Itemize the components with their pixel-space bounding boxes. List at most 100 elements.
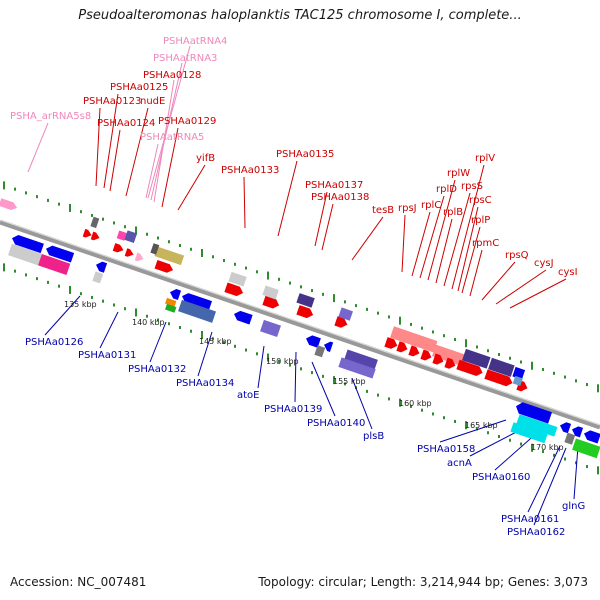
lower-gene-shape (170, 288, 182, 301)
top-label[interactable]: tesB (372, 205, 394, 216)
bottom-label[interactable]: PSHAa0162 (507, 527, 565, 538)
lower-gene-shape (572, 426, 584, 438)
top-label[interactable]: PSHAa0124 (97, 118, 155, 129)
upper-gene (0, 198, 18, 210)
upper-gene (224, 282, 244, 297)
leader-line (95, 107, 101, 187)
lower-gene-shape (306, 335, 321, 348)
scale-label: 145 kbp (199, 337, 232, 346)
scale-label: 155 kbp (333, 377, 366, 386)
lower-gene-shape (38, 253, 71, 276)
leader-line (161, 127, 179, 208)
bottom-label[interactable]: atoE (237, 390, 260, 401)
leader-line (351, 377, 373, 430)
top-label[interactable]: PSHAa0128 (143, 70, 201, 81)
leader-line (469, 249, 483, 297)
top-label[interactable]: PSHAa0123 (83, 96, 141, 107)
upper-gene (112, 243, 124, 253)
top-label[interactable]: yifB (196, 153, 215, 164)
top-label[interactable]: rpsQ (505, 250, 529, 261)
bottom-label[interactable]: acnA (447, 458, 472, 469)
bottom-label[interactable]: PSHAa0139 (264, 404, 322, 415)
top-label[interactable]: rpsC (469, 195, 492, 206)
top-label[interactable]: rplP (471, 215, 490, 226)
bottom-label[interactable]: plsB (363, 431, 384, 442)
top-label[interactable]: rplC (421, 200, 441, 211)
bottom-label[interactable]: PSHAa0160 (472, 472, 530, 483)
top-label[interactable]: rpsS (461, 181, 483, 192)
top-label[interactable]: PSHAa0133 (221, 165, 279, 176)
top-label[interactable]: PSHA_arRNA5s8 (10, 111, 91, 122)
upper-gene (432, 353, 444, 365)
lower-gene (572, 426, 584, 438)
lower-gene-shape (260, 319, 281, 338)
bottom-label[interactable]: PSHAa0134 (176, 378, 234, 389)
top-label[interactable]: PSHAa0137 (305, 180, 363, 191)
genome-summary-text: Topology: circular; Length: 3,214,944 bp… (258, 575, 588, 589)
bottom-label[interactable]: PSHAa0131 (78, 350, 136, 361)
leader-line (149, 321, 167, 363)
upper-gene-shape (462, 348, 491, 369)
leader-line (457, 206, 479, 292)
upper-gene (390, 326, 438, 353)
upper-gene-shape (228, 271, 247, 287)
lower-gene (516, 402, 553, 424)
top-label[interactable]: rpmC (472, 238, 499, 249)
leader-line (103, 93, 119, 189)
top-label[interactable]: PSHAatRNA5 (140, 132, 204, 143)
lower-gene-shape (46, 245, 75, 263)
leader-line (451, 164, 485, 290)
lower-gene-shape (564, 432, 576, 445)
lower-gene-shape (584, 430, 600, 444)
top-label[interactable]: PSHAa0135 (276, 149, 334, 160)
upper-gene-shape (420, 349, 432, 361)
top-label[interactable]: nudE (140, 96, 165, 107)
top-label[interactable]: rpsJ (398, 203, 417, 214)
top-label[interactable]: cysJ (534, 258, 554, 269)
upper-gene-shape (384, 337, 398, 349)
leader-line (109, 129, 121, 192)
bottom-label[interactable]: PSHAa0140 (307, 418, 365, 429)
lower-gene (46, 245, 75, 263)
upper-gene (420, 349, 432, 361)
leader-line (197, 331, 213, 377)
bottom-label[interactable]: glnG (562, 501, 585, 512)
top-label[interactable]: PSHAatRNA3 (153, 53, 217, 64)
upper-gene-shape (444, 357, 456, 369)
lower-gene-shape (178, 299, 217, 323)
bottom-label[interactable]: PSHAa0132 (128, 364, 186, 375)
top-label[interactable]: rplD (436, 184, 457, 195)
lower-gene-shape (165, 297, 177, 307)
upper-gene-shape (296, 293, 315, 308)
lower-gene-shape (182, 293, 213, 311)
accession-text: Accession: NC_007481 (10, 575, 147, 589)
scale-label: 165 kbp (465, 421, 498, 430)
upper-gene-shape (390, 326, 438, 353)
leader-line (314, 191, 328, 247)
lower-gene (564, 432, 576, 445)
top-label[interactable]: rplB (443, 207, 463, 218)
upper-gene (150, 243, 160, 255)
bottom-label[interactable]: PSHAa0158 (417, 444, 475, 455)
scale-labels: 135 kbp 140 kbp 145 kbp 150 kbp 155 kbp … (64, 300, 564, 452)
top-label[interactable]: rplW (447, 168, 470, 179)
top-label[interactable]: PSHAa0129 (158, 116, 216, 127)
leader-line (44, 295, 81, 336)
top-label[interactable]: PSHAatRNA4 (163, 36, 227, 47)
upper-gene-shape (296, 305, 314, 319)
top-label[interactable]: rplV (475, 153, 495, 164)
lower-gene (165, 303, 177, 313)
upper-gene-shape (150, 243, 160, 255)
upper-gene (134, 252, 144, 262)
upper-gene (408, 345, 420, 357)
scale-label: 160 kbp (399, 399, 432, 408)
upper-gene-shape (432, 353, 444, 365)
upper-gene-shape (338, 307, 353, 321)
bottom-labels: PSHAa0126 PSHAa0131 PSHAa0132 PSHAa0134 … (25, 337, 585, 538)
top-label[interactable]: PSHAa0125 (110, 82, 168, 93)
bottom-label[interactable]: PSHAa0161 (501, 514, 559, 525)
lower-gene (96, 261, 108, 273)
top-label[interactable]: PSHAa0138 (311, 192, 369, 203)
bottom-label[interactable]: PSHAa0126 (25, 337, 83, 348)
top-label[interactable]: cysI (558, 267, 578, 278)
